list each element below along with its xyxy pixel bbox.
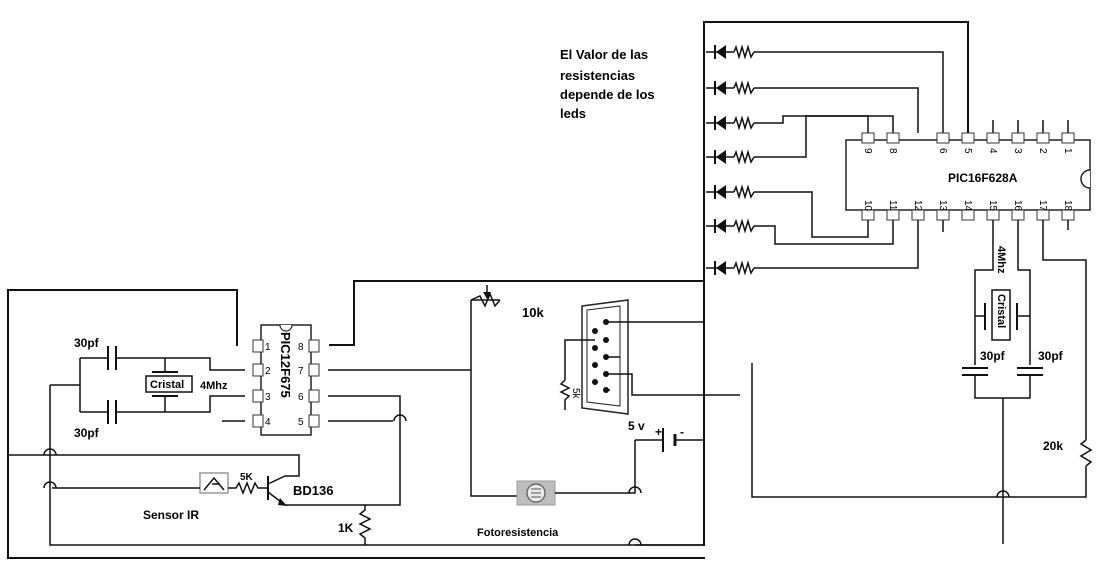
led-wiring — [754, 51, 1069, 269]
left-crystal-circuit: 30pf 30pf Cristal 4Mhz — [49, 336, 704, 546]
transistor-label: BD136 — [293, 483, 333, 498]
ldr-label: Fotoresistencia — [477, 527, 559, 539]
crystal-right — [991, 289, 1011, 341]
pic12-name: PIC12F675 — [278, 332, 293, 398]
crystal-left — [145, 375, 193, 393]
sensor-label: Sensor IR — [143, 508, 199, 522]
cap-top-left-label: 30pf — [74, 336, 100, 350]
pic16-pin-12: 12 — [912, 200, 923, 212]
pic12-pin-6: 6 — [298, 392, 304, 403]
cap-right-2-label: 30pf — [1038, 349, 1064, 363]
pic12-pin-7: 7 — [298, 366, 304, 377]
resistor-1k — [358, 505, 372, 545]
main-bus-wire — [703, 21, 969, 546]
pic16-top-pins: 9 8 6 5 4 3 2 1 — [861, 132, 1075, 154]
outer-loop-wire — [7, 289, 705, 559]
pic16-pin-17: 17 — [1037, 200, 1048, 212]
pic16-pin-5: 5 — [962, 148, 973, 154]
pic16-pin-2: 2 — [1037, 148, 1048, 154]
voltage-label: 5 v — [628, 419, 645, 433]
pic16-pin-16: 16 — [1012, 200, 1023, 212]
resistor-20k — [1079, 439, 1093, 467]
svg-text:-: - — [680, 425, 684, 439]
svg-text:+: + — [655, 425, 662, 439]
freq-left: 4Mhz — [200, 380, 228, 392]
pic12-pin-4: 4 — [265, 417, 271, 428]
note-line-3: depende de los — [560, 87, 655, 102]
ir-sensor-box — [199, 472, 229, 494]
resistor-note: El Valor de las resistencias depende de … — [560, 47, 655, 121]
pic16-pin-15: 15 — [987, 200, 998, 212]
pot-small-label: 5k — [570, 388, 581, 400]
res-20k-label: 20k — [1043, 439, 1063, 453]
wire-20k-return — [751, 363, 1087, 498]
pic16-pin-4: 4 — [987, 148, 998, 154]
pic16-pin-1: 1 — [1062, 148, 1073, 154]
db9-connector: 5k — [559, 299, 740, 415]
pic12-pin-3: 3 — [265, 392, 271, 403]
pic16-pin-11: 11 — [887, 200, 898, 211]
pic12-pin-2: 2 — [265, 366, 271, 377]
pic16-pin-3: 3 — [1012, 148, 1023, 154]
note-line-2: resistencias — [560, 68, 635, 83]
pic16-bottom-pins: 10 11 12 13 14 15 16 17 18 — [861, 200, 1075, 221]
freq-right: 4Mhz — [995, 246, 1007, 274]
crystal-right-label: Cristal — [995, 294, 1007, 328]
right-crystal-circuit: 4Mhz Cristal 30pf 30pf — [962, 220, 1064, 544]
note-line-4: leds — [560, 106, 586, 121]
pic12-pin-5: 5 — [298, 417, 304, 428]
pic16-pin-14: 14 — [962, 200, 973, 212]
note-line-1: El Valor de las — [560, 47, 648, 62]
pic16-pin-6: 6 — [937, 148, 948, 154]
res-5k-label: 5K — [240, 472, 254, 483]
res-1k-label: 1K — [338, 521, 354, 535]
pic16-name: PIC16F628A — [948, 171, 1018, 185]
pic16-pin-18: 18 — [1062, 200, 1073, 212]
pic12-pin-8: 8 — [298, 342, 304, 353]
pic16-pin-8: 8 — [887, 148, 898, 154]
pot-10k — [470, 292, 501, 308]
wire-pin17-20k — [1042, 220, 1087, 440]
pin6-wire — [285, 395, 401, 506]
vcc-wire — [329, 280, 705, 346]
pic12f675-chip: PIC12F675 1 2 3 4 8 7 6 5 — [252, 324, 320, 436]
pic16-pin-10: 10 — [862, 200, 873, 212]
photoresistor: Fotoresistencia — [477, 440, 636, 539]
battery-5v: 5 v + - — [628, 419, 704, 452]
pic12-pin-1: 1 — [265, 342, 271, 353]
pic16-pin-13: 13 — [937, 200, 948, 212]
res-10k-label: 10k — [522, 305, 544, 320]
sensor-ir: 5K BD136 Sensor IR — [8, 454, 333, 522]
pic16-pin-9: 9 — [862, 148, 873, 154]
crystal-left-label: Cristal — [150, 379, 184, 391]
cap-bottom-left-label: 30pf — [74, 426, 100, 440]
pot-to-ldr-wire — [470, 300, 517, 497]
cap-right-1-label: 30pf — [980, 349, 1006, 363]
led-array — [705, 44, 755, 276]
pic16f628a-chip: PIC16F628A 9 8 6 5 4 3 2 1 — [845, 132, 1091, 221]
